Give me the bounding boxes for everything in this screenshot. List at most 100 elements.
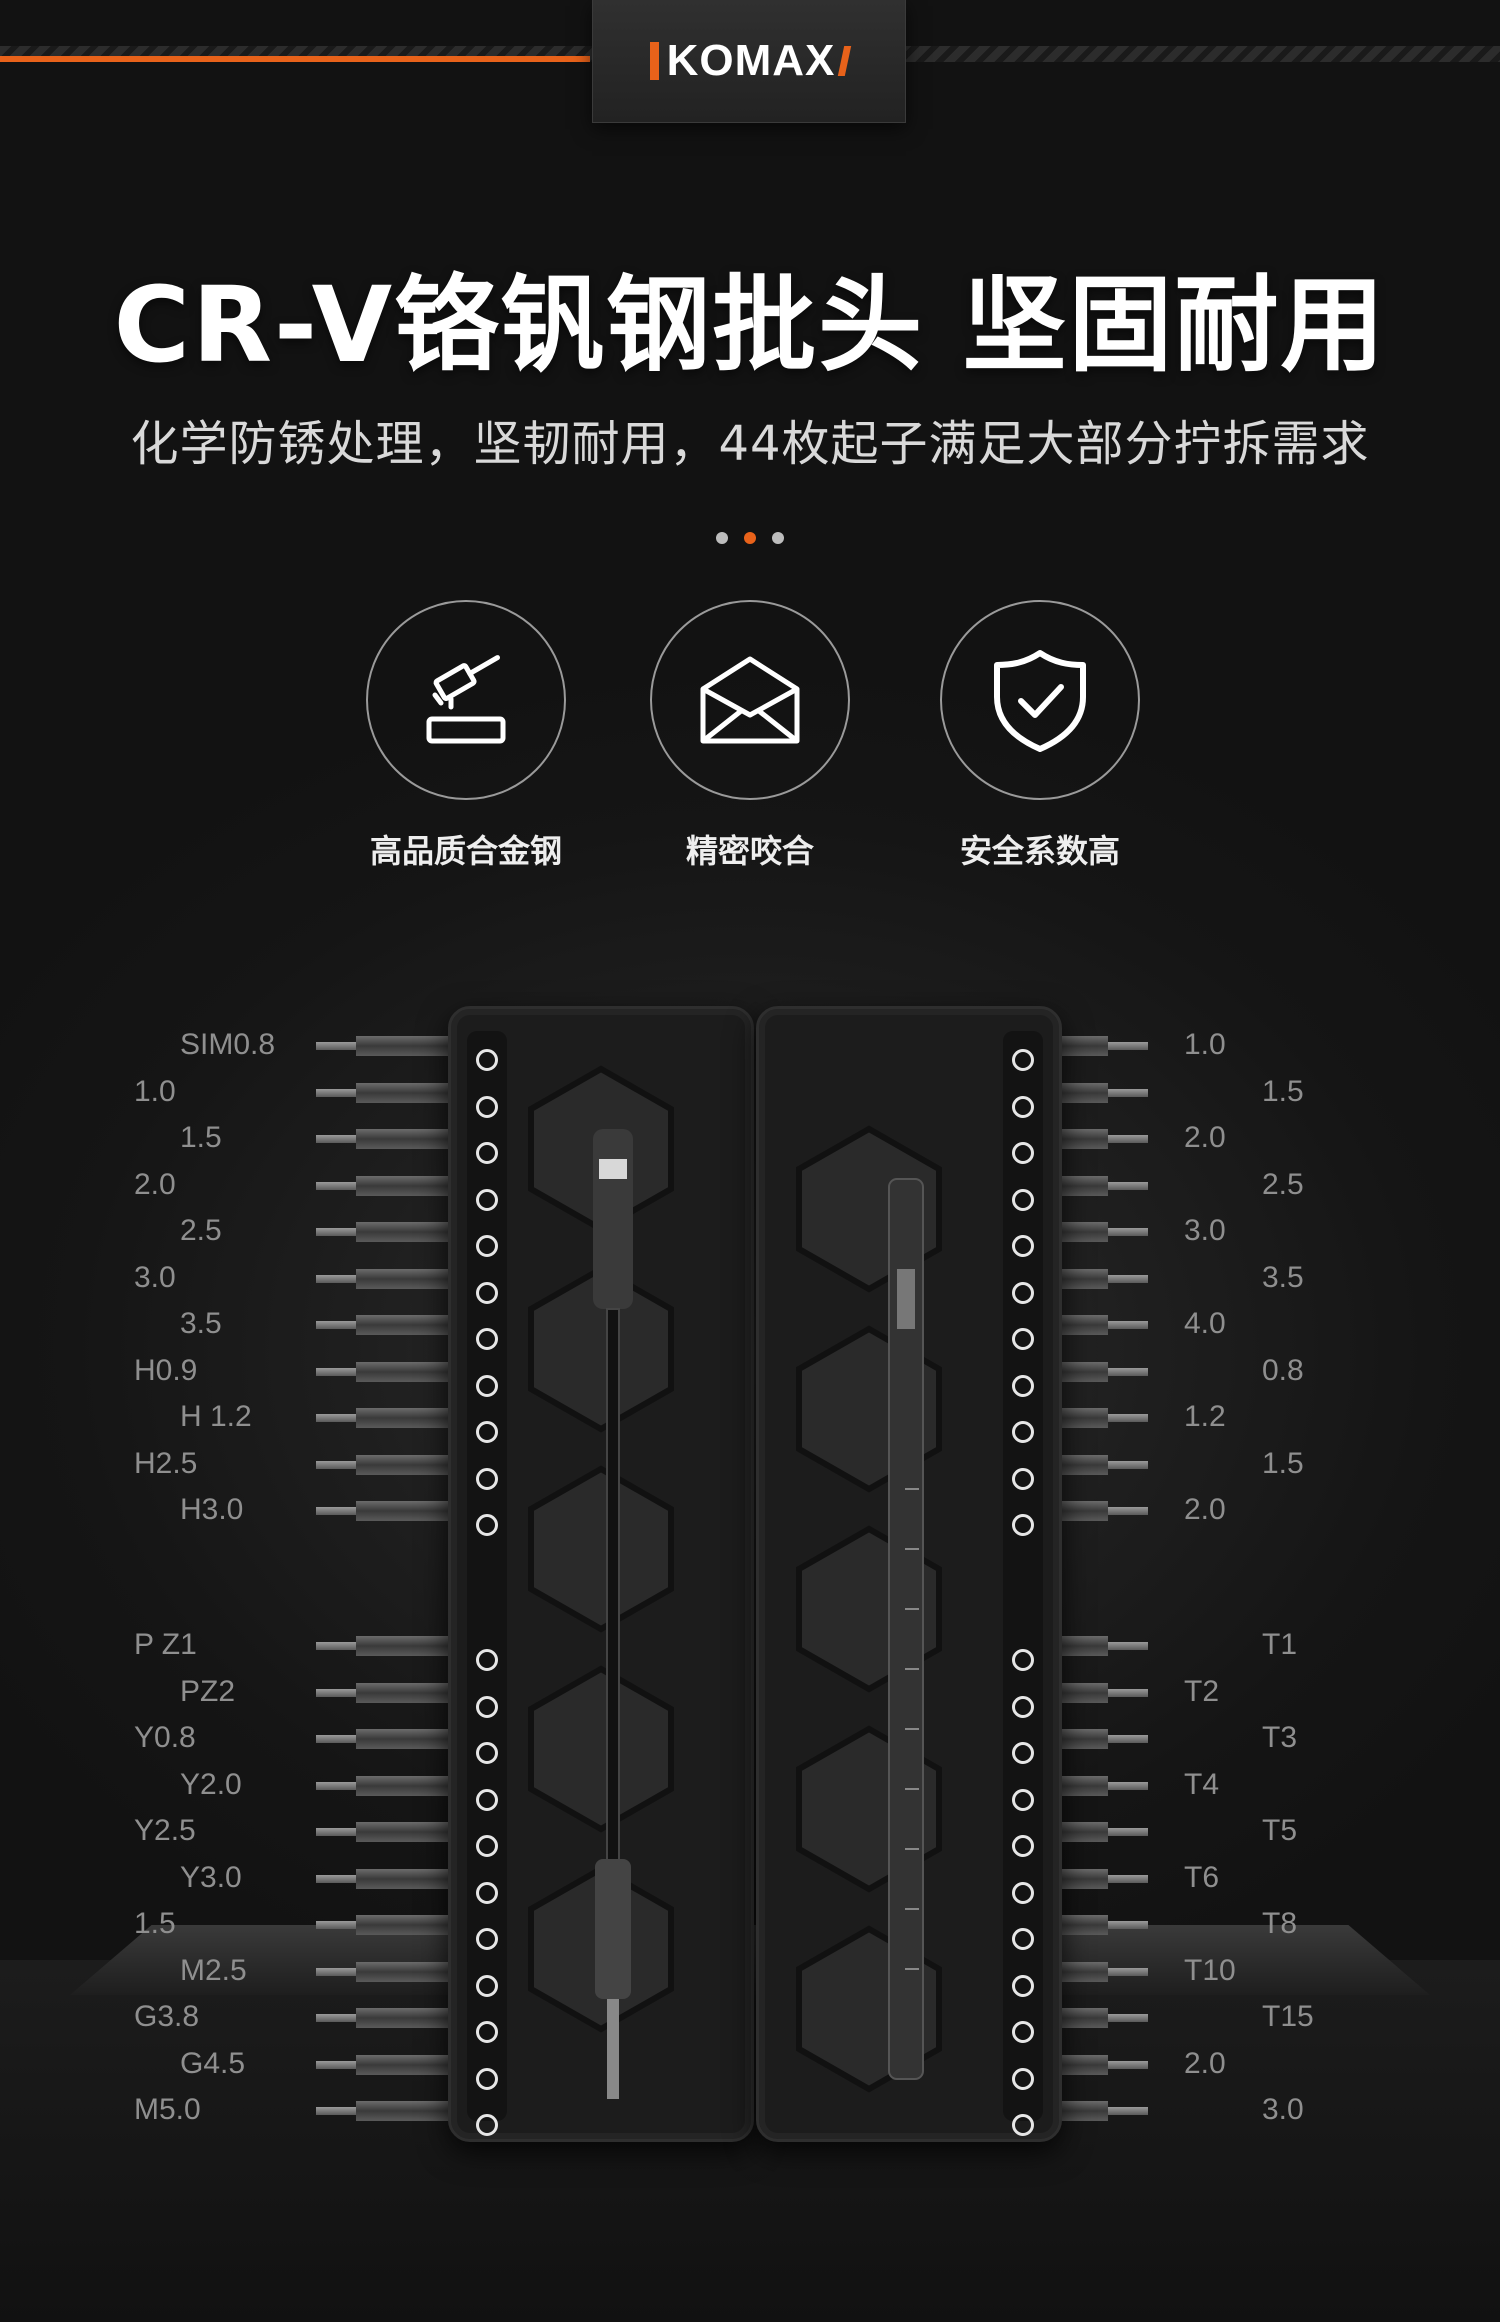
- feature-label: 高品质合金钢: [369, 832, 562, 870]
- screwdriver-bit: [316, 1082, 456, 1103]
- bit-label-left: Y0.8: [134, 1721, 196, 1754]
- bit-label-right: 4.0: [1184, 1307, 1226, 1340]
- bit-label-left: M5.0: [134, 2093, 201, 2126]
- feature-label: 精密咬合: [685, 832, 814, 870]
- feature-label: 安全系数高: [959, 832, 1120, 870]
- accent-line: [0, 56, 590, 62]
- screwdriver-bit: [316, 1729, 456, 1749]
- screwdriver-bit: [316, 1682, 456, 1703]
- screwdriver-bit: [316, 1961, 456, 1982]
- screwdriver-bit: [316, 1636, 456, 1656]
- bit-label-left: Y2.5: [134, 1814, 196, 1847]
- bit-slot-marker: [1012, 1281, 1034, 1304]
- bit-slot-marker: [1012, 1514, 1034, 1536]
- screwdriver-bit: [316, 2008, 456, 2028]
- subheadline: 化学防锈处理，坚韧耐用，44枚起子满足大部分拧拆需求: [130, 416, 1370, 472]
- bit-slot-marker: [476, 1467, 498, 1490]
- screwdriver-case: [448, 1006, 1066, 2142]
- screwdriver-bit: [316, 1268, 456, 1289]
- bit-slot-marker: [1012, 1467, 1034, 1490]
- bit-slot-marker: [476, 2114, 498, 2136]
- bit-label-left: 2.5: [180, 1214, 222, 1247]
- hammer-icon: [366, 600, 566, 800]
- bit-slot-marker: [1012, 2067, 1034, 2090]
- bit-slot-marker: [476, 1188, 498, 1211]
- screwdriver-bit: [316, 1361, 456, 1382]
- shield-check-icon: [940, 600, 1140, 800]
- bit-label-right: 1.5: [1262, 1074, 1304, 1108]
- bit-slot-marker: [476, 1049, 498, 1071]
- bit-label-left: 1.5: [180, 1121, 222, 1154]
- bit-label-left: H0.9: [134, 1353, 198, 1387]
- bit-slot-marker: [1012, 1235, 1034, 1257]
- bit-label-right: 3.0: [1262, 2093, 1304, 2126]
- carousel-dot[interactable]: [744, 532, 756, 544]
- bit-slot-marker: [1012, 1328, 1034, 1350]
- bit-label-left: Y2.0: [180, 1767, 242, 1801]
- bit-label-right: T1: [1262, 1628, 1298, 1661]
- bit-slot-marker: [476, 1281, 498, 1304]
- bit-slot-marker: [476, 1974, 498, 1997]
- feature-safety: 安全系数高: [940, 600, 1140, 872]
- bit-label-right: 3.0: [1184, 1214, 1226, 1247]
- bit-slot-marker: [476, 1421, 498, 1443]
- bit-slot-marker: [476, 1881, 498, 1904]
- brand-logo-text: KOMAX: [666, 36, 836, 85]
- screwdriver-bit: [316, 1175, 456, 1196]
- screwdriver-bit: [316, 1315, 456, 1335]
- bit-label-right: T2: [1184, 1674, 1220, 1708]
- bit-label-left: PZ2: [180, 1674, 236, 1708]
- bit-slot-marker: [476, 1835, 498, 1857]
- bit-label-right: 1.0: [1184, 1028, 1226, 1061]
- bit-slot-marker: [1012, 1835, 1034, 1857]
- feature-precision-fit: 精密咬合: [650, 600, 850, 872]
- headline: CR-V铬钒钢批头 坚固耐用: [113, 264, 1387, 386]
- logo-tab: KOMAX: [592, 0, 906, 123]
- bit-label-right: 2.0: [1184, 1121, 1226, 1154]
- screwdriver-bit: [316, 2101, 456, 2121]
- bit-slot-marker: [1012, 1095, 1034, 1118]
- bit-slot-marker: [1012, 1881, 1034, 1904]
- bit-label-right: 1.2: [1184, 1400, 1226, 1433]
- bit-label-left: G3.8: [134, 2000, 200, 2033]
- bit-slot-marker: [1012, 1142, 1034, 1164]
- bit-label-left: Y3.0: [180, 1860, 242, 1894]
- screwdriver-bit: [316, 1775, 456, 1796]
- screwdriver-bit: [316, 1868, 456, 1889]
- bit-slot-marker: [1012, 2021, 1034, 2043]
- envelope-icon: [650, 600, 850, 800]
- bit-label-left: 1.5: [134, 1907, 176, 1940]
- screwdriver-bit: [316, 1129, 456, 1149]
- bit-label-left: G4.5: [180, 2046, 246, 2080]
- screwdriver-bit: [316, 1501, 456, 1521]
- bit-label-right: 1.5: [1262, 1446, 1304, 1480]
- case-right-half: [756, 1006, 1062, 2142]
- bit-slot-marker: [1012, 1928, 1034, 1950]
- bit-label-left: 3.0: [134, 1260, 176, 1294]
- feature-alloy-steel: 高品质合金钢: [366, 600, 566, 872]
- bit-label-left: H 1.2: [180, 1400, 252, 1433]
- bit-slot-marker: [476, 1928, 498, 1950]
- screwdriver-bit: [316, 2054, 456, 2075]
- brand-logo: KOMAX: [642, 36, 857, 86]
- bit-slot-marker: [1012, 1188, 1034, 1211]
- bit-slot-marker: [476, 1695, 498, 1718]
- bit-label-left: 2.0: [134, 1167, 176, 1201]
- bit-slot-marker: [1012, 1788, 1034, 1811]
- bit-slot-marker: [476, 2067, 498, 2090]
- bit-slot-marker: [1012, 1374, 1034, 1397]
- carousel-dot[interactable]: [772, 532, 784, 544]
- bit-label-left: P Z1: [134, 1628, 197, 1661]
- bit-slot-marker: [1012, 2114, 1034, 2136]
- bit-label-right: T10: [1184, 1953, 1236, 1987]
- carousel-dot[interactable]: [716, 532, 728, 544]
- bit-label-left: 1.0: [134, 1074, 176, 1108]
- screwdriver-bit: [316, 1454, 456, 1475]
- bit-label-right: 2.0: [1184, 2046, 1226, 2080]
- bit-slot-marker: [1012, 1421, 1034, 1443]
- bit-slot-marker: [476, 1142, 498, 1164]
- bit-label-left: H2.5: [134, 1446, 198, 1480]
- bit-slot-marker: [476, 1742, 498, 1764]
- bit-slot-marker: [1012, 1049, 1034, 1071]
